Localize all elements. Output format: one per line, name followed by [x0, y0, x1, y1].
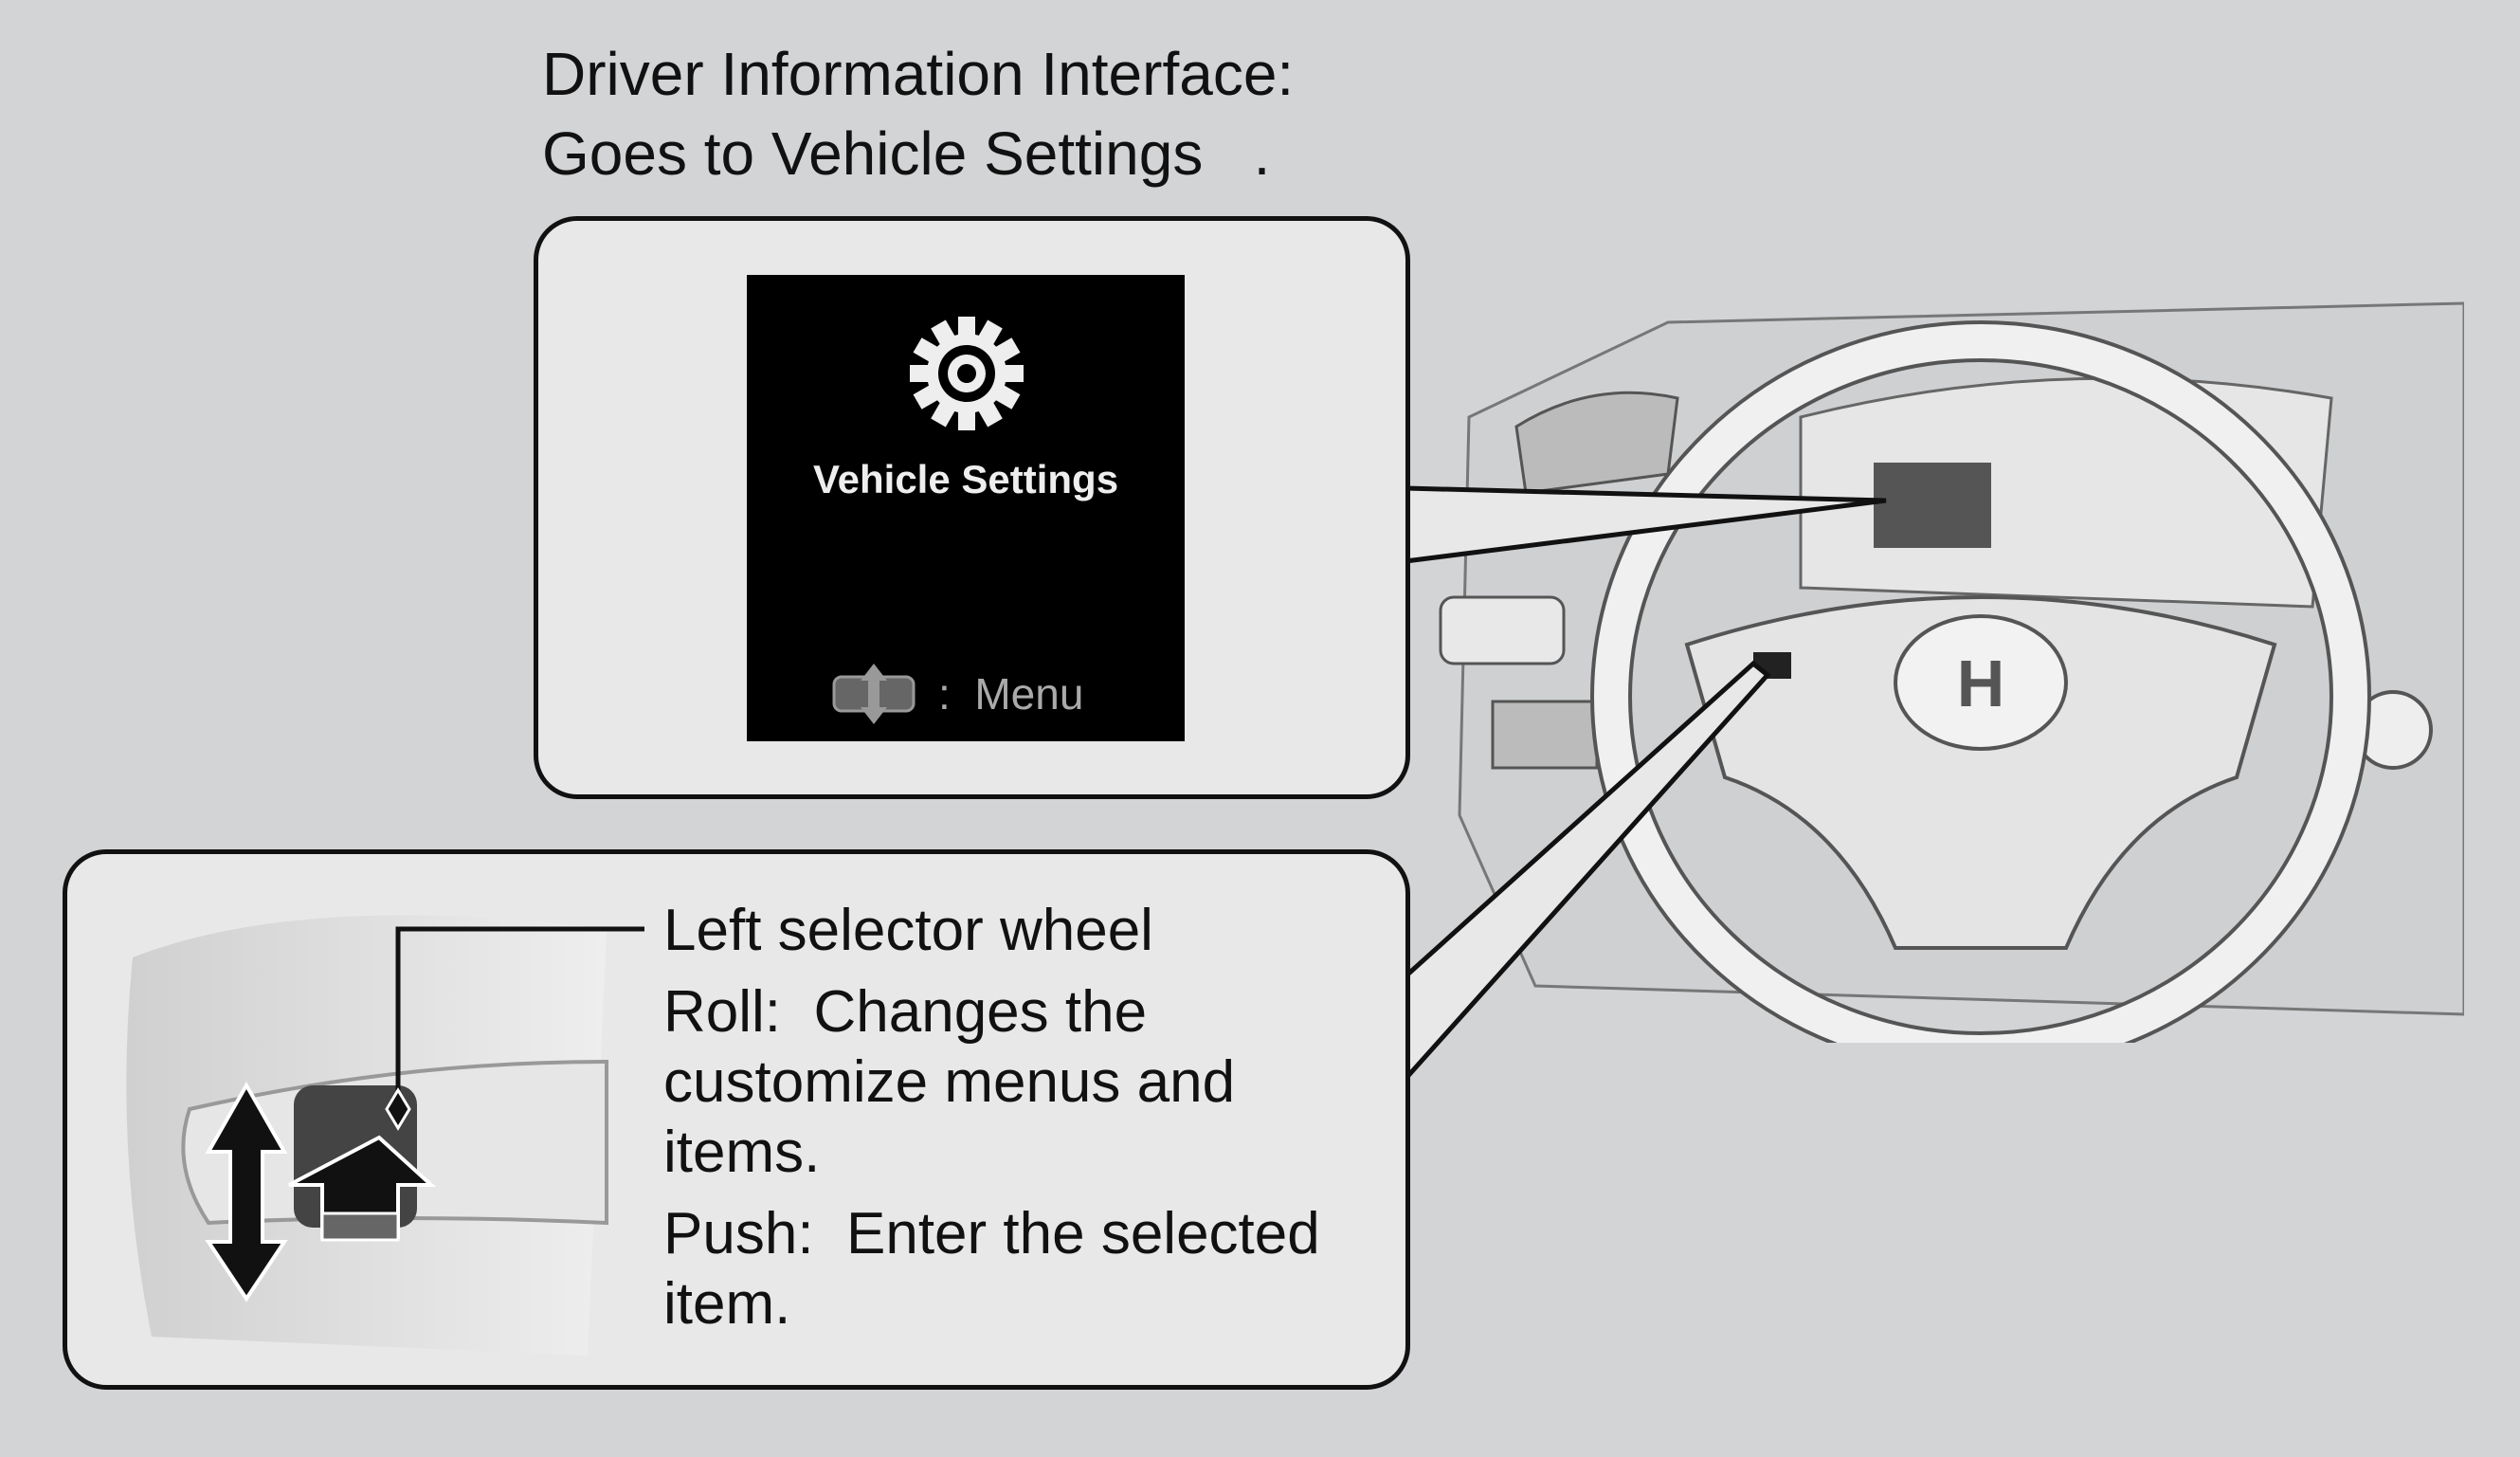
vehicle-settings-label: Vehicle Settings: [812, 457, 1119, 501]
display-highlight: [1874, 463, 1991, 548]
roll-description: Roll: Changes the customize menus and it…: [663, 979, 1252, 1185]
menu-hint-text: : Menu: [938, 669, 1084, 719]
selector-wheel-name: Left selector wheel: [663, 898, 1153, 963]
menu-hint: : Menu: [830, 664, 1083, 724]
title-line-1: Driver Information Interface:: [542, 40, 1295, 108]
gear-icon: [910, 317, 1024, 430]
diagram-title: Driver Information Interface: Goes to Ve…: [542, 34, 1294, 193]
selector-wheel-description: Left selector wheel Roll: Changes the cu…: [663, 896, 1384, 1351]
svg-text:H: H: [1957, 647, 2005, 720]
driver-info-screen: Vehicle Settings : Menu: [747, 275, 1185, 741]
left-selector-wheel-illustration: [126, 915, 644, 1356]
steering-wheel-illustration: H: [1439, 301, 2464, 1043]
selector-wheel-icon: [832, 664, 916, 724]
title-line-2: Goes to Vehicle Settings .: [542, 119, 1271, 188]
push-description: Push: Enter the selected item.: [663, 1201, 1336, 1337]
